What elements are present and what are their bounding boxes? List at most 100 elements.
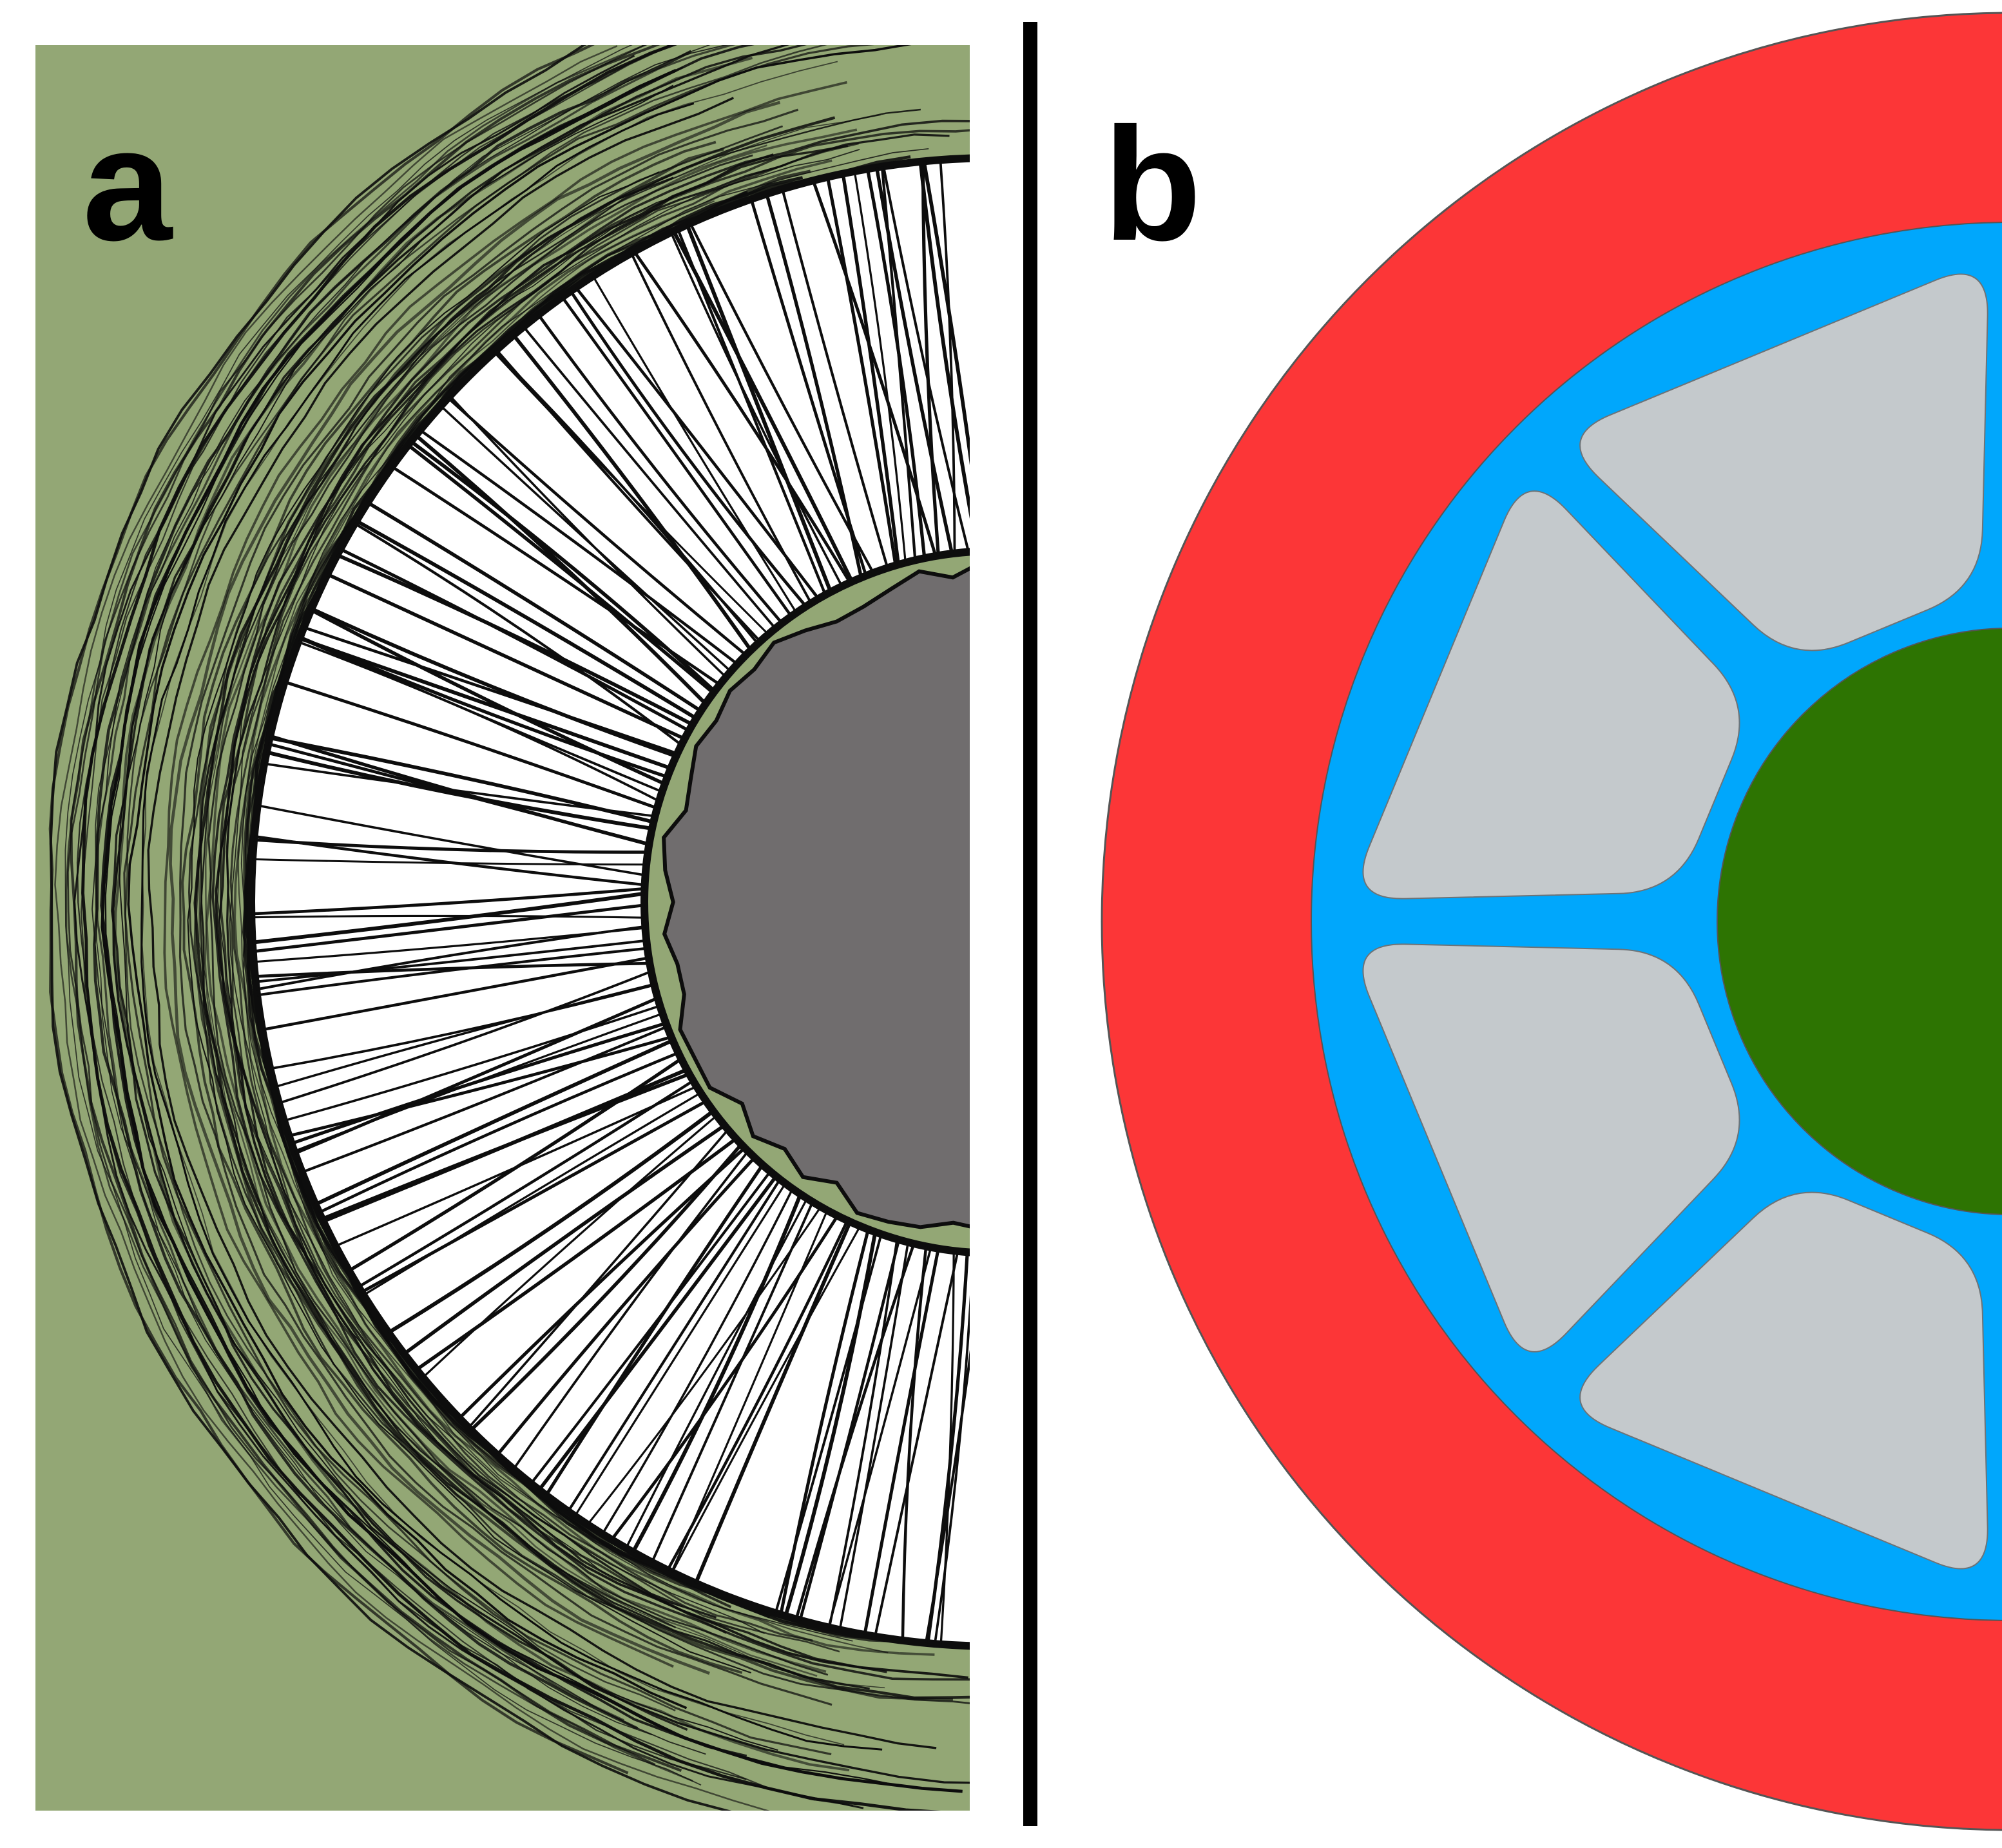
outer-fibre-line: [226, 133, 950, 1619]
radial-fibre-line: [625, 1198, 809, 1549]
radial-fibre-line: [496, 1156, 756, 1456]
radial-fibre-line: [407, 443, 715, 695]
radial-fibre-line: [781, 188, 889, 568]
radial-fibre-line: [403, 1124, 726, 1356]
radial-fibre-line: [882, 166, 970, 553]
radial-fibre-line: [853, 171, 907, 563]
radial-fibre-line: [298, 636, 672, 771]
radial-fibre-line: [252, 891, 645, 945]
panel-divider: [1023, 22, 1037, 1826]
outer-fibre-line: [101, 68, 963, 1793]
radial-fibre-line: [358, 1079, 694, 1289]
radial-fibre-line: [310, 608, 666, 786]
radial-fibre-line: [415, 1137, 737, 1371]
radial-fibre-line: [367, 501, 702, 713]
radial-fibre-line: [321, 1072, 690, 1221]
radial-fibre-line: [269, 736, 655, 824]
radial-fibre-line: [291, 1021, 667, 1146]
radial-fibre-line: [302, 1025, 668, 1174]
radial-fibre-line: [671, 1226, 861, 1574]
radial-fibre-line: [422, 1115, 718, 1378]
radial-fibre-line: [633, 250, 852, 584]
radial-fibre-line: [901, 1246, 928, 1641]
radial-fibre-line: [255, 939, 647, 983]
outer-fibre-line: [211, 119, 970, 1681]
radial-fibre-line: [253, 927, 646, 963]
outer-fibre-line: [81, 45, 941, 1811]
radial-fibre-line: [512, 334, 753, 651]
radial-fibre-line: [586, 1206, 822, 1525]
radial-fibre-line: [666, 1220, 849, 1571]
radial-fibre-line: [314, 1038, 674, 1206]
outer-fibre-line: [220, 129, 970, 1634]
radial-fibre-line: [255, 961, 650, 978]
panel-b-segment: [1362, 490, 1740, 900]
radial-fibre-line: [610, 1215, 839, 1541]
panel-a-label: a: [82, 94, 173, 274]
radial-fibre-line: [669, 231, 843, 587]
radial-fibre-line: [601, 1188, 794, 1535]
radial-fibre-line: [288, 1035, 672, 1137]
outer-fibre-line: [95, 45, 711, 1736]
radial-fibre-line: [340, 547, 690, 733]
radial-fibre-line: [694, 1221, 852, 1584]
outer-fibre-line: [141, 61, 845, 1746]
radial-fibre-line: [278, 970, 652, 1104]
radial-fibre-line: [784, 1231, 878, 1617]
outer-fibre-line: [49, 45, 732, 1811]
outer-fibre-line: [123, 45, 875, 1756]
radial-fibre-line: [523, 325, 776, 630]
radial-fibre-line: [798, 1239, 901, 1621]
radial-fibre-line: [318, 1051, 679, 1214]
panel-a-fibre-cross-section: [35, 45, 970, 1811]
radial-fibre-line: [449, 395, 727, 679]
outer-fibre-line: [100, 45, 755, 1758]
panel-b-segment: [1362, 943, 1740, 1352]
radial-fibre-line: [827, 1247, 932, 1628]
outer-fibre-line: [110, 45, 807, 1731]
radial-fibre-line: [685, 224, 833, 593]
panel-b-model-cross-section: [1101, 12, 2002, 1831]
radial-fibre-line: [269, 983, 655, 1070]
radial-fibre-line: [447, 396, 747, 657]
radial-fibre-line: [530, 1170, 772, 1485]
outer-fibre-line: [163, 81, 847, 1668]
radial-fibre-line: [828, 1238, 899, 1628]
radial-fibre-line: [354, 522, 682, 746]
outer-fibre-line: [229, 164, 813, 1642]
radial-fibre-line: [256, 947, 648, 997]
outer-fibre-line: [104, 66, 903, 1787]
outer-fibre-line: [169, 101, 781, 1675]
radial-fibre-line: [410, 439, 717, 693]
panel-a-fibre-zone: [247, 154, 970, 1650]
outer-fibre-line: [193, 148, 953, 1701]
radial-fibre-line: [251, 887, 645, 916]
radial-fibre-line: [774, 1233, 883, 1613]
outer-fibre-line: [187, 171, 752, 1674]
radial-fibre-line: [414, 434, 707, 706]
outer-fibre-line: [54, 45, 771, 1811]
radial-fibre-line: [825, 177, 898, 566]
radial-fibre-line: [298, 640, 660, 803]
radial-fibre-line: [567, 1179, 782, 1512]
radial-fibre-line: [922, 160, 970, 465]
radial-fibre-line: [874, 1251, 959, 1637]
panel-a-radial-fibres: [251, 160, 970, 1645]
radial-fibre-line: [569, 290, 807, 608]
radial-fibre-line: [299, 635, 668, 779]
radial-fibre-line: [269, 734, 650, 847]
radial-fibre-line: [921, 161, 940, 556]
radial-fibre-line: [419, 428, 738, 666]
radial-fibre-line: [841, 173, 900, 565]
radial-fibre-line: [631, 1193, 803, 1554]
radial-fibre-line: [257, 804, 646, 877]
outer-fibre-line: [207, 154, 829, 1676]
radial-fibre-line: [689, 222, 875, 574]
outer-fibre-line: [140, 102, 883, 1751]
radial-fibre-line: [561, 296, 793, 617]
radial-fibre-line: [939, 160, 956, 553]
radial-fibre-line: [387, 1109, 715, 1334]
radial-fibre-line: [512, 1150, 749, 1470]
radial-fibre-line: [355, 519, 698, 720]
